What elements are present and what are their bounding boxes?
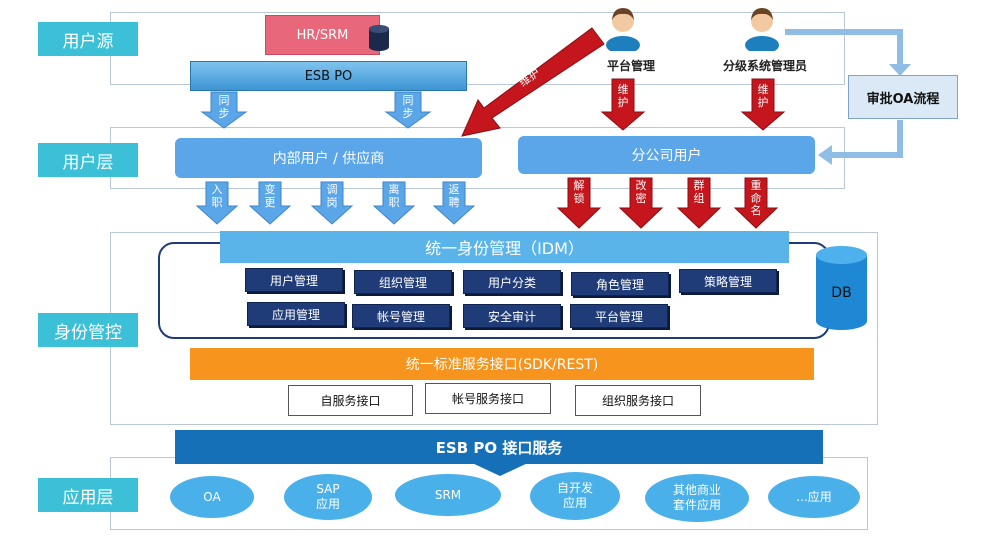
app-other: ...应用 <box>768 476 860 518</box>
module-platform-mgmt: 平台管理 <box>570 304 668 328</box>
module-app-mgmt: 应用管理 <box>247 302 345 326</box>
layer-label-identity: 身份管控 <box>38 313 138 347</box>
maintain-label-platform: 维护 <box>617 83 629 109</box>
action-label: 群组 <box>693 179 705 205</box>
role-platform-admin: 平台管理 <box>606 59 655 73</box>
action-label: 解锁 <box>573 179 585 205</box>
layer-label-user: 用户层 <box>38 143 138 177</box>
org-service-interface: 组织服务接口 <box>575 385 701 416</box>
sync-label: 同步 <box>402 94 414 120</box>
approval-oa-box: 审批OA流程 <box>848 75 958 119</box>
module-policy-mgmt: 策略管理 <box>679 269 777 293</box>
action-label: 调岗 <box>326 183 338 209</box>
service-interface-bar: 统一标准服务接口(SDK/REST) <box>190 348 814 380</box>
esb-service-arrow-icon <box>470 462 530 476</box>
module-user-mgmt: 用户管理 <box>245 268 343 292</box>
esb-service-bar: ESB PO 接口服务 <box>175 430 823 464</box>
module-role-mgmt: 角色管理 <box>571 272 669 296</box>
esb-po-box: ESB PO <box>190 61 467 91</box>
action-label: 返聘 <box>448 183 460 209</box>
internal-user-box: 内部用户 / 供应商 <box>175 138 482 178</box>
identity-layer-frame <box>110 232 878 425</box>
layer-label-source: 用户源 <box>38 22 138 56</box>
maintain-label-branch: 维护 <box>757 83 769 109</box>
person-icon <box>606 8 640 51</box>
db-label: DB <box>831 285 852 301</box>
account-service-interface: 帐号服务接口 <box>425 383 551 414</box>
action-label: 变更 <box>264 183 276 209</box>
app-oa: OA <box>170 476 254 518</box>
idm-title-bar: 统一身份管理（IDM） <box>220 231 789 263</box>
person-icon <box>745 8 779 51</box>
role-branch-admin: 分级系统管理员 <box>722 59 807 73</box>
action-label: 离职 <box>388 183 400 209</box>
app-commercial-suite: 其他商业 套件应用 <box>645 474 749 522</box>
module-org-mgmt: 组织管理 <box>354 270 452 294</box>
sync-label: 同步 <box>218 94 230 120</box>
module-security-audit: 安全审计 <box>463 304 561 328</box>
app-srm: SRM <box>395 474 501 516</box>
action-label: 改密 <box>635 179 647 205</box>
hr-srm-box: HR/SRM <box>265 15 380 55</box>
app-sap: SAP 应用 <box>284 474 372 520</box>
module-user-class: 用户分类 <box>463 270 561 294</box>
layer-label-app: 应用层 <box>38 478 138 512</box>
action-label: 入职 <box>211 183 223 209</box>
action-label: 重命名 <box>750 179 762 218</box>
self-service-interface: 自服务接口 <box>288 385 413 416</box>
database-icon <box>369 25 389 51</box>
app-self-developed: 自开发 应用 <box>530 472 620 520</box>
branch-user-box: 分公司用户 <box>518 136 815 174</box>
module-account-mgmt: 帐号管理 <box>352 304 450 328</box>
db-cylinder-icon <box>816 246 867 330</box>
